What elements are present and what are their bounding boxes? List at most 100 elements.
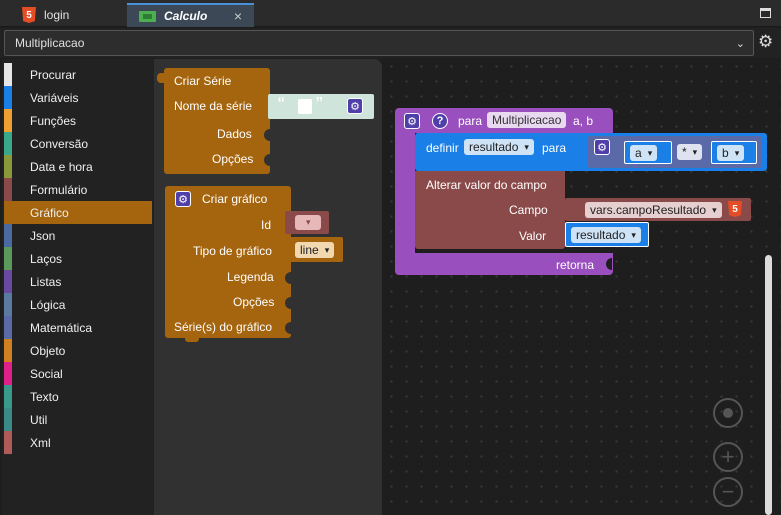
value-variable: resultado bbox=[576, 228, 626, 242]
category-label: Funções bbox=[30, 113, 77, 128]
category-objeto[interactable]: Objeto bbox=[4, 339, 152, 362]
id-input-block[interactable] bbox=[285, 211, 329, 234]
value-label: Valor bbox=[519, 229, 547, 243]
variable-name: resultado bbox=[469, 140, 519, 154]
chart-type-value: line bbox=[300, 243, 319, 257]
category-color bbox=[4, 224, 12, 247]
field-selector-block[interactable]: vars.campoResultado 5 bbox=[565, 198, 751, 221]
category-color bbox=[4, 247, 12, 270]
category-color bbox=[4, 339, 12, 362]
function-name: Multiplicacao bbox=[492, 113, 562, 127]
quote-open-icon: “ bbox=[278, 94, 285, 116]
category-funcoes[interactable]: Funções bbox=[4, 109, 152, 132]
value-variable-block[interactable]: resultado bbox=[565, 222, 649, 247]
operand-a-block[interactable]: a bbox=[624, 141, 672, 164]
procedure-selector-row: Multiplicacao ⌄ bbox=[0, 28, 781, 58]
chart-type-dropdown[interactable]: line bbox=[295, 242, 335, 258]
input-label-dados: Dados bbox=[217, 127, 252, 141]
tab-calculo[interactable]: Calculo × bbox=[127, 3, 254, 27]
category-color bbox=[4, 86, 12, 109]
html5-icon: 5 bbox=[22, 7, 36, 23]
value-variable-dropdown[interactable]: resultado bbox=[571, 227, 641, 243]
gear-icon[interactable]: ⚙ bbox=[594, 139, 610, 155]
function-keyword: para bbox=[458, 114, 483, 128]
category-color bbox=[4, 362, 12, 385]
text-literal-block[interactable]: “ ” ⚙ bbox=[268, 94, 374, 119]
operand-b-dropdown[interactable]: b bbox=[717, 145, 745, 161]
operator-dropdown[interactable]: * bbox=[677, 144, 703, 160]
category-color bbox=[4, 178, 12, 201]
zoom-out-icon[interactable]: − bbox=[713, 477, 743, 507]
category-xml[interactable]: Xml bbox=[4, 431, 152, 454]
category-label: Texto bbox=[30, 389, 59, 404]
category-procurar[interactable]: Procurar bbox=[4, 63, 152, 86]
maximize-icon[interactable] bbox=[760, 8, 771, 18]
category-label: Matemática bbox=[30, 320, 93, 335]
tab-label: Calculo bbox=[164, 9, 208, 23]
block-title: Criar Série bbox=[174, 74, 232, 88]
block-math-operation[interactable]: ⚙ a * b bbox=[588, 136, 761, 168]
gear-icon[interactable]: ⚙ bbox=[404, 113, 420, 129]
category-variaveis[interactable]: Variáveis bbox=[4, 86, 152, 109]
input-label-opcoes: Opções bbox=[233, 295, 275, 309]
category-label: Listas bbox=[30, 274, 62, 289]
category-color bbox=[4, 431, 12, 454]
category-label: Procurar bbox=[30, 67, 77, 82]
id-dropdown[interactable] bbox=[295, 215, 321, 230]
function-params: a, b bbox=[573, 114, 594, 128]
category-social[interactable]: Social bbox=[4, 362, 152, 385]
field-dropdown[interactable]: vars.campoResultado bbox=[585, 202, 722, 218]
category-label: Data e hora bbox=[30, 159, 93, 174]
category-formulario[interactable]: Formulário bbox=[4, 178, 152, 201]
workspace-scrollbar[interactable] bbox=[765, 255, 772, 515]
variable-dropdown[interactable]: resultado bbox=[464, 139, 534, 155]
block-criar-serie[interactable]: Criar Série Nome da série Dados Opções “… bbox=[157, 68, 374, 174]
input-label-tipo: Tipo de gráfico bbox=[193, 244, 272, 258]
block-set-variable[interactable]: definir resultado para ⚙ a * b bbox=[415, 133, 767, 171]
category-label: Lógica bbox=[30, 297, 66, 312]
category-conversao[interactable]: Conversão bbox=[4, 132, 152, 155]
category-listas[interactable]: Listas bbox=[4, 270, 152, 293]
return-label: retorna bbox=[556, 258, 595, 272]
close-tab-icon[interactable]: × bbox=[233, 8, 242, 24]
gear-icon[interactable]: ⚙ bbox=[175, 191, 191, 207]
category-label: Xml bbox=[30, 435, 51, 450]
tab-label: login bbox=[44, 8, 70, 22]
category-lacos[interactable]: Laços bbox=[4, 247, 152, 270]
category-grafico[interactable]: Gráfico bbox=[4, 201, 152, 224]
text-field[interactable] bbox=[298, 99, 312, 114]
block-criar-grafico[interactable]: ⚙ Criar gráfico Id Tipo de gráfico Legen… bbox=[165, 186, 343, 342]
input-label-id: Id bbox=[261, 218, 272, 232]
category-label: Variáveis bbox=[30, 90, 79, 105]
toolbox-flyout: Criar Série Nome da série Dados Opções “… bbox=[154, 59, 382, 515]
tab-bar: 5 login Calculo × bbox=[0, 0, 781, 27]
operand-a-dropdown[interactable]: a bbox=[630, 145, 658, 161]
block-set-field-value[interactable]: Alterar valor do campo Campo Valor vars.… bbox=[415, 171, 751, 249]
gear-icon[interactable]: ⚙ bbox=[347, 98, 363, 114]
category-color bbox=[4, 408, 12, 431]
category-color bbox=[4, 109, 12, 132]
input-label-legenda: Legenda bbox=[227, 270, 274, 284]
block-function-definition[interactable]: ⚙ ? para Multiplicacao a, b retorna bbox=[395, 108, 613, 275]
chart-type-block[interactable]: line bbox=[285, 237, 343, 262]
operand-b-block[interactable]: b bbox=[711, 141, 757, 164]
help-icon[interactable]: ? bbox=[432, 113, 448, 129]
category-matematica[interactable]: Matemática bbox=[4, 316, 152, 339]
zoom-in-icon[interactable]: + bbox=[713, 442, 743, 472]
block-title: Alterar valor do campo bbox=[426, 178, 547, 192]
category-data-e-hora[interactable]: Data e hora bbox=[4, 155, 152, 178]
function-name-field[interactable]: Multiplicacao bbox=[487, 112, 567, 128]
category-logica[interactable]: Lógica bbox=[4, 293, 152, 316]
settings-icon[interactable]: ⚙ bbox=[758, 32, 774, 51]
category-color bbox=[4, 201, 12, 224]
category-label: Formulário bbox=[30, 182, 88, 197]
category-util[interactable]: Util bbox=[4, 408, 152, 431]
input-label-opcoes: Opções bbox=[212, 152, 254, 166]
category-texto[interactable]: Texto bbox=[4, 385, 152, 408]
chevron-down-icon: ⌄ bbox=[735, 38, 745, 50]
center-target-icon[interactable] bbox=[713, 398, 743, 428]
category-json[interactable]: Json bbox=[4, 224, 152, 247]
procedure-select[interactable]: Multiplicacao ⌄ bbox=[4, 30, 754, 56]
input-label-series: Série(s) do gráfico bbox=[174, 320, 273, 334]
tab-login[interactable]: 5 login bbox=[10, 3, 120, 27]
